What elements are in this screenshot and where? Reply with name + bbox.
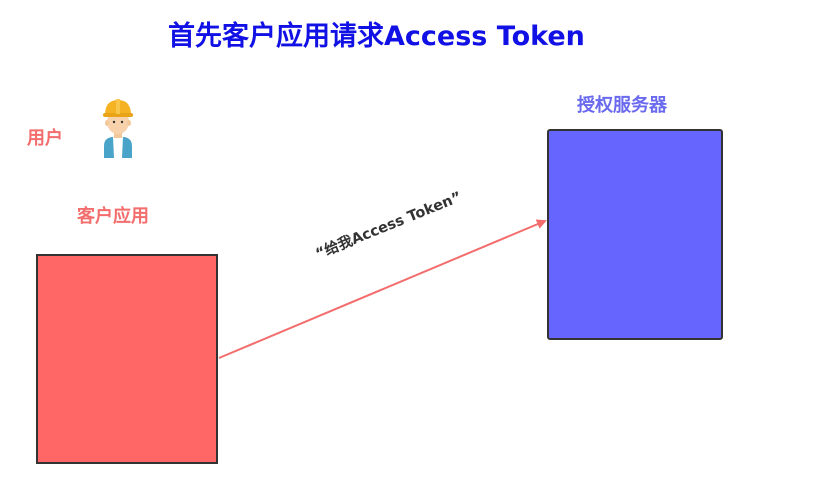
request-arrow-line	[218, 219, 547, 359]
auth-server-box	[547, 129, 723, 340]
client-app-label: 客户应用	[77, 206, 149, 227]
auth-server-label: 授权服务器	[577, 95, 667, 116]
user-label: 用户	[27, 128, 63, 149]
diagram-title: 首先客户应用请求Access Token	[168, 21, 585, 52]
request-arrow-label: “给我Access Token”	[313, 189, 465, 263]
worker-with-hard-hat-icon	[103, 99, 133, 158]
client-app-box	[36, 254, 218, 464]
